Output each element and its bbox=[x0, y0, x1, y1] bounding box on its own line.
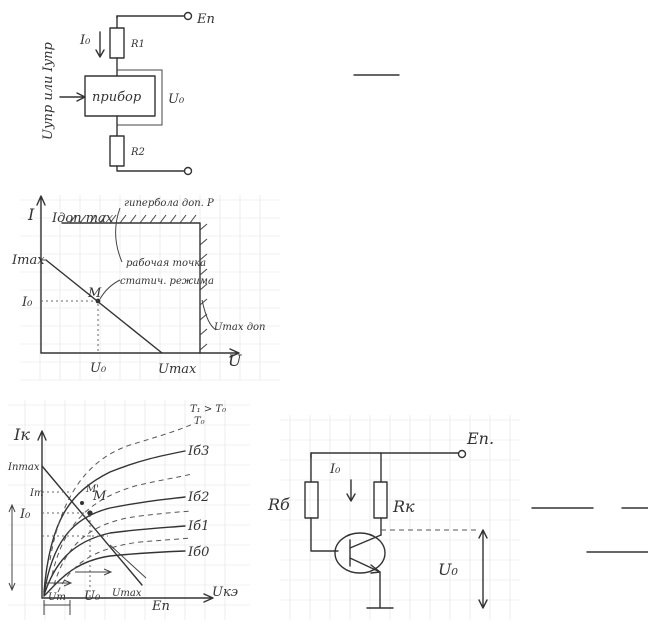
c1-top-wire bbox=[116, 15, 185, 19]
g1-imax-label: Imax bbox=[11, 253, 45, 268]
g2-um-label: Um bbox=[48, 592, 66, 603]
g2-curve-ib2 bbox=[43, 496, 186, 595]
c1-r2-label: R2 bbox=[130, 147, 145, 158]
g2-point-m-label: M bbox=[92, 489, 107, 504]
graph-2: Iк Uкэ T₁ > T₀ T₀ Iб3 Iб2 Iб1 Iб0 Iпmax … bbox=[7, 400, 250, 620]
g2-ib1-label: Iб1 bbox=[187, 519, 209, 534]
g1-load-line bbox=[45, 259, 163, 354]
g2-curve-t1-b bbox=[51, 473, 193, 576]
g1-umax-label: Umax bbox=[158, 362, 197, 377]
g1-i0-label: I₀ bbox=[21, 295, 33, 310]
c1-supply-label: Eп bbox=[196, 12, 215, 27]
c2-supply-terminal bbox=[457, 449, 467, 459]
circuit-2: Eп. Rб Rк I₀ U₀ bbox=[267, 415, 520, 620]
g1-hatch-top bbox=[69, 214, 197, 224]
c2-current-label: I₀ bbox=[329, 462, 341, 477]
g2-im-guide bbox=[42, 491, 108, 537]
g2-u0-label: U₀ bbox=[84, 589, 101, 604]
g2-ib3-label: Iб3 bbox=[187, 444, 209, 459]
g2-i0-arrow bbox=[8, 503, 16, 592]
c2-current-arrow bbox=[346, 479, 356, 502]
g2-u0-arrow bbox=[75, 568, 113, 576]
c2-base-wire bbox=[310, 517, 339, 552]
c2-emitter-ground bbox=[366, 571, 394, 609]
g2-i0-label: I₀ bbox=[19, 507, 31, 522]
g1-y-axis-label: I bbox=[27, 205, 35, 224]
g2-curve-ib3 bbox=[43, 450, 186, 593]
c2-rk-label: Rк bbox=[392, 497, 415, 516]
g1-u0-label: U₀ bbox=[90, 361, 107, 376]
g2-temp-label-1: T₁ > T₀ bbox=[190, 404, 226, 415]
c2-grid bbox=[280, 415, 520, 620]
c2-rb-label: Rб bbox=[267, 495, 290, 514]
g2-point-m1 bbox=[80, 501, 84, 505]
g2-load-line bbox=[41, 465, 143, 586]
g1-i0-guide bbox=[41, 300, 99, 353]
g2-ib2-label: Iб2 bbox=[187, 490, 209, 505]
c2-u0-arrow bbox=[478, 529, 488, 609]
c1-control-label: Uупр или Iупр bbox=[41, 41, 56, 140]
g2-curve-t1-c bbox=[53, 510, 193, 586]
g2-curve-ib0 bbox=[43, 550, 186, 597]
g1-umax-dop-label: Umax доп bbox=[214, 322, 266, 333]
g1-umax-dop-leader bbox=[201, 299, 217, 331]
g1-workpoint-leader bbox=[99, 279, 121, 300]
g1-hyperbola-leader bbox=[115, 207, 123, 263]
c1-r1-resistor bbox=[109, 27, 125, 59]
g2-um-arrow bbox=[44, 579, 73, 587]
g2-curve-t1-top bbox=[49, 422, 196, 561]
c1-voltage-label: U₀ bbox=[168, 92, 185, 107]
g1-hyperbola-label: гипербола доп. P bbox=[124, 198, 214, 209]
g1-work-point-label-2: статич. режима bbox=[120, 276, 214, 287]
g1-y-axis bbox=[36, 195, 46, 354]
g2-curve-t1-d bbox=[57, 537, 193, 593]
c2-supply-label: Eп. bbox=[466, 429, 494, 448]
c1-r2-resistor bbox=[109, 135, 125, 167]
c2-transistor bbox=[334, 532, 386, 574]
g1-x-axis-label: U bbox=[228, 351, 242, 370]
g1-hatch-right bbox=[199, 223, 208, 351]
c1-device-label: прибор bbox=[92, 90, 142, 105]
g1-imax-dop-label: Iдоп max bbox=[51, 211, 114, 226]
g1-work-point-label-1: рабочая точка bbox=[126, 258, 206, 269]
circuit-1: Eп R1 I₀ прибор Uупр или Iупр U₀ R2 bbox=[41, 11, 215, 176]
g2-ep-label: Eп bbox=[151, 599, 170, 614]
c1-control-arrow bbox=[59, 92, 86, 102]
c1-device-box bbox=[84, 75, 156, 117]
g2-ib0-label: Iб0 bbox=[187, 545, 209, 560]
c1-current-arrow bbox=[95, 31, 105, 58]
g2-y-axis bbox=[37, 430, 47, 599]
g1-x-axis bbox=[40, 348, 240, 358]
g2-umax-label: Umax bbox=[112, 588, 142, 599]
g2-point-m1-label: M' bbox=[85, 484, 99, 495]
graph-1: I U Iдоп max гипербола доп. P Imax M I₀ … bbox=[11, 195, 280, 381]
g2-curve-ib1 bbox=[43, 525, 186, 596]
g2-point-m bbox=[87, 510, 93, 516]
g1-power-limit-top bbox=[61, 222, 201, 354]
c1-supply-terminal bbox=[183, 11, 193, 21]
g2-um-bracket bbox=[43, 600, 71, 615]
c2-transistor-collector bbox=[349, 534, 382, 549]
g2-y-axis-label: Iк bbox=[13, 425, 30, 444]
g2-i0-guide bbox=[42, 512, 91, 598]
c1-ground-terminal bbox=[183, 166, 193, 176]
g2-im-label: Im bbox=[29, 488, 43, 499]
g1-point-label: M bbox=[87, 286, 102, 301]
g1-operating-point bbox=[95, 298, 101, 304]
g2-x-axis-label: Uкэ bbox=[212, 585, 238, 600]
c2-u0-label: U₀ bbox=[438, 560, 458, 579]
g2-x-axis bbox=[41, 593, 214, 603]
c2-top-rail bbox=[310, 452, 459, 459]
g2-temp-label-2: T₀ bbox=[194, 416, 205, 427]
c1-voltage-bracket bbox=[117, 69, 163, 126]
g2-ipmax-label: Iпmax bbox=[7, 462, 40, 473]
stray-lines-right bbox=[531, 507, 648, 553]
c1-current-label: I₀ bbox=[79, 33, 91, 48]
g2-ep-leader bbox=[109, 544, 147, 579]
c1-r1-label: R1 bbox=[130, 39, 145, 50]
